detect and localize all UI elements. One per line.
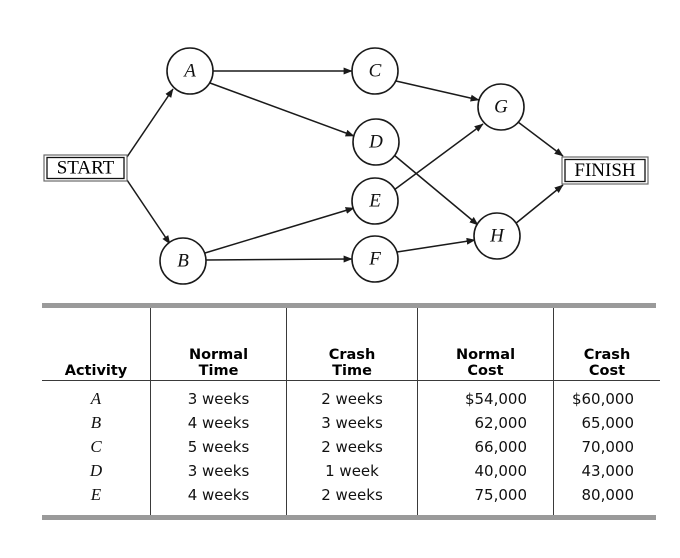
cell-crash-time: 2 weeks — [286, 435, 418, 459]
table-bottom-rule — [42, 515, 656, 520]
header-normal-time-line1: Normal — [188, 346, 249, 363]
header-row: Activity Normal Time Crash Time Normal C… — [42, 308, 660, 381]
start-label: START — [57, 157, 115, 178]
edge-f-to-h — [396, 237, 476, 253]
network-edges — [126, 67, 564, 263]
header-activity: Activity — [42, 308, 151, 381]
header-crash-time: Crash Time — [286, 308, 418, 381]
header-normal-cost: Normal Cost — [417, 308, 554, 381]
cell-normal-cost: 40,000 — [417, 459, 554, 483]
finish-box-inner — [564, 158, 646, 183]
node-a-circle — [166, 47, 214, 95]
table-row: B 4 weeks 3 weeks 62,000 65,000 — [42, 411, 660, 435]
node-f-circle — [351, 235, 399, 283]
cell-activity: E — [90, 485, 102, 504]
cell-normal-time: 3 weeks — [150, 459, 287, 483]
edge-start-to-b — [126, 179, 171, 245]
node-d: D — [352, 118, 400, 166]
cell-activity: C — [90, 437, 102, 456]
node-b-circle — [159, 237, 207, 285]
cell-crash-cost: 80,000 — [553, 483, 660, 515]
cell-activity: B — [90, 413, 102, 432]
node-e-label: E — [368, 190, 381, 211]
start-box-inner — [46, 156, 125, 180]
header-crash-cost-line1: Crash — [583, 346, 631, 363]
cell-normal-time: 4 weeks — [150, 483, 287, 515]
edge-b-to-e — [204, 207, 355, 254]
table-row: C 5 weeks 2 weeks 66,000 70,000 — [42, 435, 660, 459]
header-activity-line2: Activity — [64, 363, 128, 380]
cell-activity: A — [90, 389, 102, 408]
header-crash-cost: Crash Cost — [553, 308, 660, 381]
cell-crash-time: 3 weeks — [286, 411, 418, 435]
node-f-label: F — [368, 248, 381, 269]
cell-normal-time: 3 weeks — [150, 380, 287, 411]
node-c-label: C — [369, 60, 382, 81]
cell-normal-cost: $54,000 — [417, 380, 554, 411]
cell-normal-cost: 62,000 — [417, 411, 554, 435]
table-top-rule — [42, 303, 656, 308]
header-normal-time: Normal Time — [150, 308, 287, 381]
cell-crash-cost: 43,000 — [553, 459, 660, 483]
cell-crash-cost: 65,000 — [553, 411, 660, 435]
node-a: A — [166, 47, 214, 95]
cell-normal-time: 4 weeks — [150, 411, 287, 435]
node-b: B — [159, 237, 207, 285]
node-a-label: A — [182, 60, 196, 81]
edge-start-to-a — [126, 88, 174, 158]
header-crash-time-line2: Time — [332, 363, 372, 380]
node-c-circle — [351, 47, 399, 95]
edge-c-to-g — [395, 80, 480, 102]
table-row: D 3 weeks 1 week 40,000 43,000 — [42, 459, 660, 483]
edge-a-to-d — [209, 82, 355, 137]
crash-data-table: Activity Normal Time Crash Time Normal C… — [42, 303, 660, 520]
header-crash-time-line1: Crash — [328, 346, 376, 363]
cell-crash-time: 2 weeks — [286, 483, 418, 515]
finish-label: FINISH — [574, 160, 636, 181]
edge-h-to-finish — [514, 184, 564, 225]
edge-d-to-h — [393, 154, 479, 226]
edge-g-to-finish — [517, 121, 564, 157]
node-h-circle — [473, 212, 521, 260]
cell-normal-cost: 66,000 — [417, 435, 554, 459]
node-d-circle — [352, 118, 400, 166]
crash-table: Activity Normal Time Crash Time Normal C… — [42, 308, 660, 515]
node-g-circle — [477, 83, 525, 131]
project-network-diagram: START FINISH A B C D E — [43, 47, 649, 285]
node-b-label: B — [177, 250, 189, 271]
finish-node: FINISH — [561, 156, 649, 185]
cell-crash-time: 2 weeks — [286, 380, 418, 411]
cell-activity: D — [89, 461, 103, 480]
node-g: G — [477, 83, 525, 131]
header-normal-time-line2: Time — [198, 363, 239, 380]
edge-e-to-g — [393, 123, 484, 191]
cell-crash-cost: $60,000 — [553, 380, 660, 411]
node-c: C — [351, 47, 399, 95]
cell-crash-cost: 70,000 — [553, 435, 660, 459]
node-g-label: G — [494, 96, 508, 117]
node-d-label: D — [368, 131, 383, 152]
cell-normal-time: 5 weeks — [150, 435, 287, 459]
header-normal-cost-line2: Cost — [467, 363, 504, 380]
node-e-circle — [351, 177, 399, 225]
cell-normal-cost: 75,000 — [417, 483, 554, 515]
table-body: A 3 weeks 2 weeks $54,000 $60,000 B 4 we… — [42, 380, 660, 515]
table-row: A 3 weeks 2 weeks $54,000 $60,000 — [42, 380, 660, 411]
header-crash-cost-line2: Cost — [588, 363, 626, 380]
cell-crash-time: 1 week — [286, 459, 418, 483]
header-normal-cost-line1: Normal — [455, 346, 516, 363]
edge-b-to-f — [205, 255, 353, 263]
table-head: Activity Normal Time Crash Time Normal C… — [42, 308, 660, 381]
start-node: START — [43, 154, 128, 182]
node-e: E — [351, 177, 399, 225]
node-h-label: H — [489, 225, 505, 246]
table-row: E 4 weeks 2 weeks 75,000 80,000 — [42, 483, 660, 515]
node-h: H — [473, 212, 521, 260]
network-svg: START FINISH A B C D E — [43, 47, 649, 285]
node-f: F — [351, 235, 399, 283]
